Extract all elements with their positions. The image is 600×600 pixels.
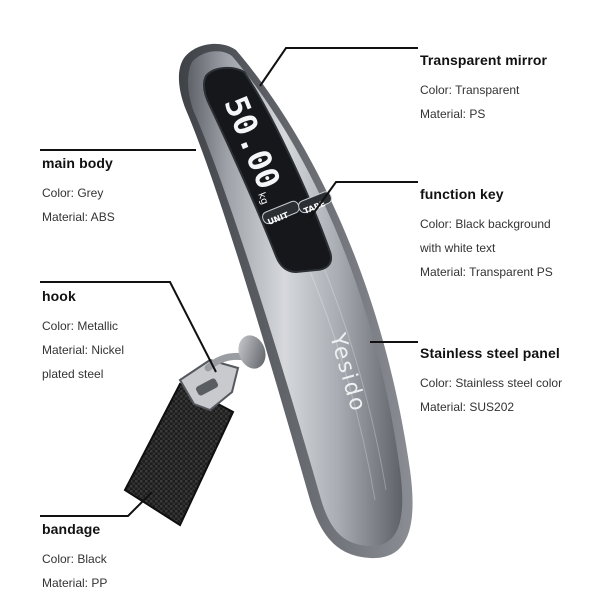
callout-title: bandage	[42, 521, 101, 537]
callout-line: Color: Transparent	[420, 83, 520, 97]
callout-line: Material: PS	[420, 107, 486, 121]
callout-line: Color: Grey	[42, 186, 104, 200]
callout-title: hook	[42, 288, 76, 304]
callout-title: function key	[420, 186, 504, 202]
callout-function-key: function key Color: Black background wit…	[420, 186, 553, 284]
callout-title: Stainless steel panel	[420, 345, 560, 361]
callout-line: Color: Metallic	[42, 319, 119, 333]
hook	[178, 335, 266, 412]
callout-title: main body	[42, 155, 113, 171]
callout-stainless-panel: Stainless steel panel Color: Stainless s…	[420, 345, 562, 419]
display-window	[202, 66, 332, 274]
callout-line: Material: ABS	[42, 210, 115, 224]
callout-title: Transparent mirror	[420, 52, 548, 68]
leader-bandage	[40, 491, 153, 517]
callout-line: Color: Black background	[420, 217, 551, 231]
callout-line: Material: Nickel	[42, 343, 125, 357]
display-unit: kg	[255, 191, 270, 206]
callout-leaders	[40, 47, 418, 517]
callout-line: Material: PP	[42, 576, 108, 590]
callout-hook: hook Color: Metallic Material: Nickel pl…	[42, 288, 124, 386]
callout-bandage: bandage Color: Black Material: PP	[42, 521, 107, 595]
leader-hook	[40, 281, 217, 373]
callout-line: with white text	[420, 241, 496, 255]
callout-line: plated steel	[42, 367, 104, 381]
callout-line: Material: Transparent PS	[420, 265, 553, 279]
callout-transparent-mirror: Transparent mirror Color: Transparent Ma…	[420, 52, 547, 126]
callout-line: Material: SUS202	[420, 400, 515, 414]
callout-line: Color: Black	[42, 552, 107, 566]
leader-transparent-mirror	[259, 47, 418, 87]
leader-function-key	[309, 181, 418, 219]
callout-main-body: main body Color: Grey Material: ABS	[42, 155, 115, 229]
strap	[123, 382, 235, 527]
callout-line: Color: Stainless steel color	[420, 376, 563, 390]
